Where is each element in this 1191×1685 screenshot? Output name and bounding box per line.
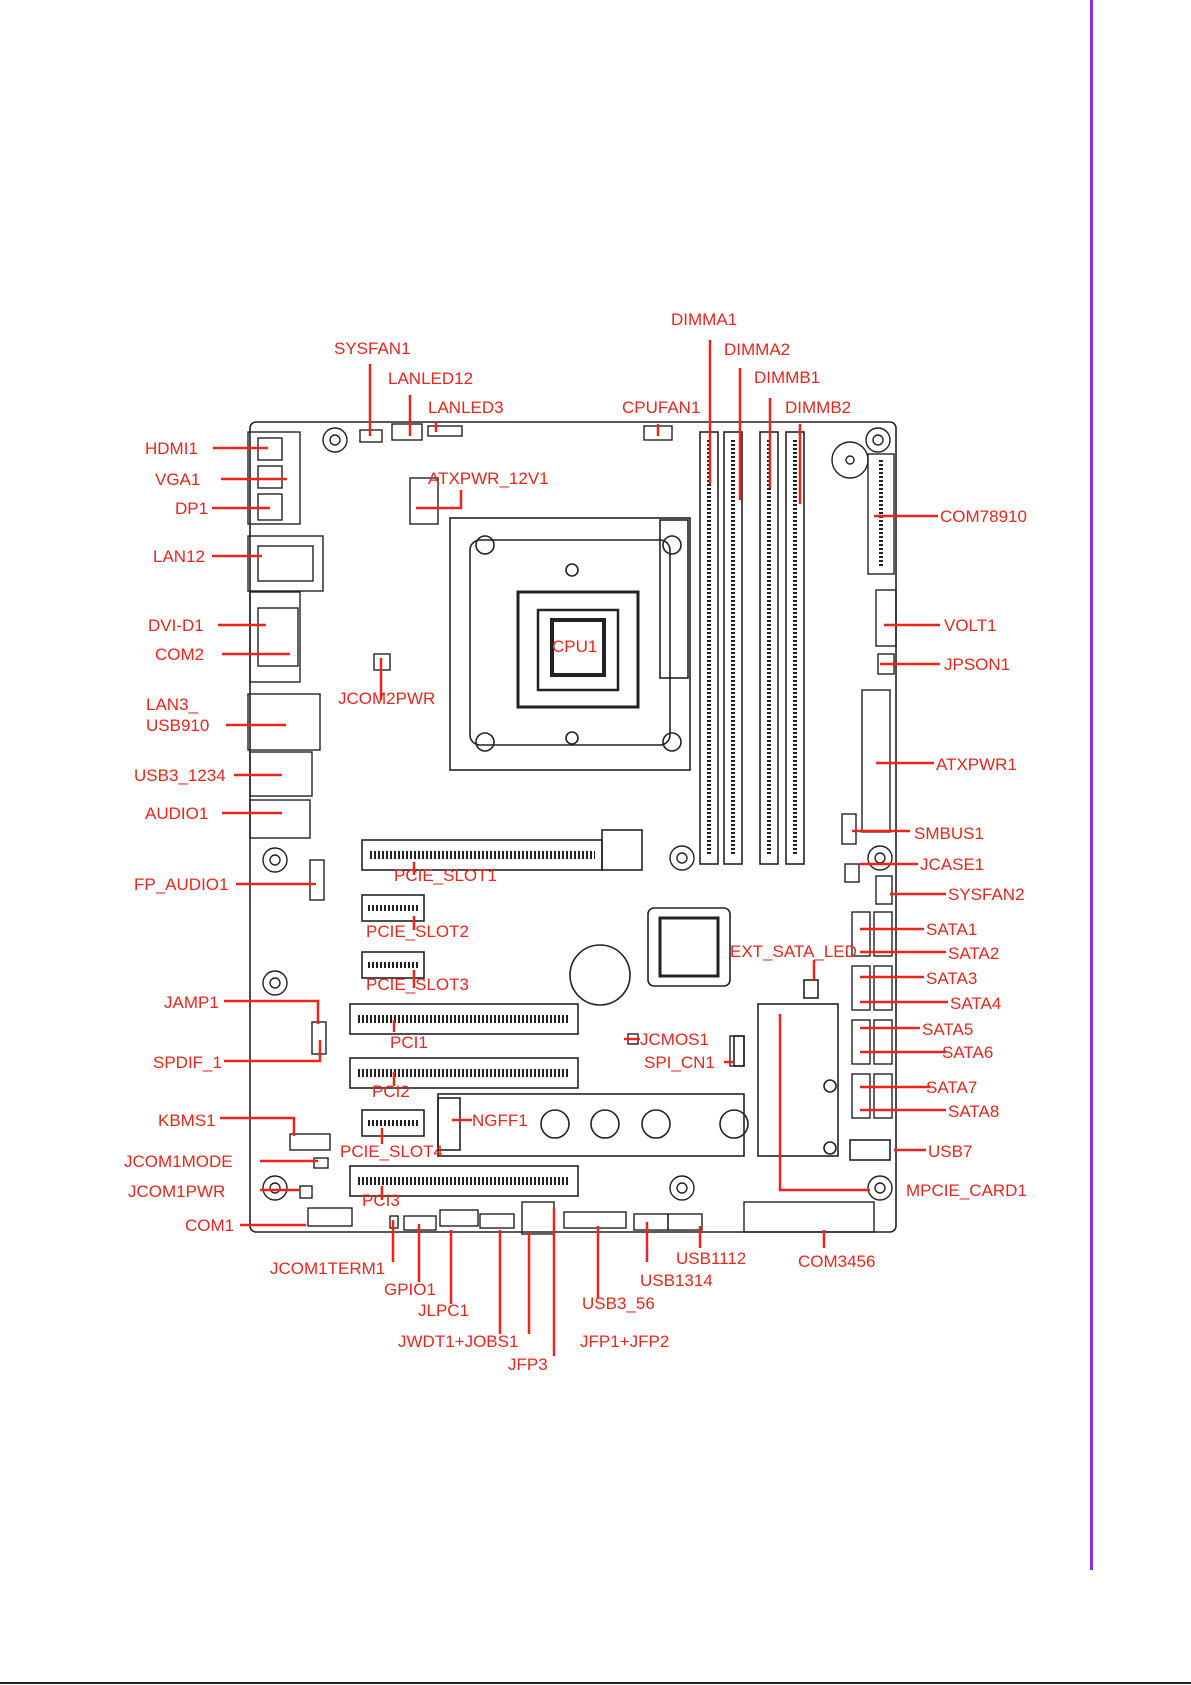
label-com3456: COM3456 — [798, 1252, 875, 1271]
label-dimmb2: DIMMB2 — [785, 398, 851, 417]
label-vga1: VGA1 — [155, 470, 200, 489]
label-jamp1: JAMP1 — [164, 993, 219, 1012]
label-volt1: VOLT1 — [944, 616, 997, 635]
label-lanled3: LANLED3 — [428, 398, 504, 417]
label-sata3: SATA3 — [926, 969, 977, 988]
label-spi-cn1: SPI_CN1 — [644, 1053, 715, 1072]
label-audio1: AUDIO1 — [145, 804, 208, 823]
mount-hole — [262, 847, 288, 873]
mount-hole — [669, 1175, 695, 1201]
mount-hole — [865, 427, 891, 453]
label-hdmi1: HDMI1 — [145, 439, 198, 458]
label-sata5: SATA5 — [922, 1020, 973, 1039]
sata-connectors — [851, 911, 893, 1119]
label-usb910: USB910 — [146, 716, 209, 735]
label-lan12: LAN12 — [153, 547, 205, 566]
label-usb1314: USB1314 — [640, 1271, 713, 1290]
label-dimma1: DIMMA1 — [671, 310, 737, 329]
label-fp-audio1: FP_AUDIO1 — [134, 875, 228, 894]
label-smbus1: SMBUS1 — [914, 824, 984, 843]
label-jfp3: JFP3 — [508, 1355, 548, 1374]
label-dimmb1: DIMMB1 — [754, 368, 820, 387]
label-pcie-slot4: PCIE_SLOT4 — [340, 1142, 443, 1161]
label-jcom1mode: JCOM1MODE — [124, 1152, 233, 1171]
label-pcie-slot3: PCIE_SLOT3 — [366, 975, 469, 994]
label-jcom2pwr: JCOM2PWR — [338, 689, 435, 708]
bottom-headers — [289, 423, 875, 1235]
label-pci3: PCI3 — [362, 1191, 400, 1210]
label-dp1: DP1 — [175, 499, 208, 518]
component-labels: CPU1 DIMMA1 DIMMA2 DIMMB1 DIMMB2 SYSFAN1… — [124, 310, 1027, 1374]
label-com78910: COM78910 — [940, 507, 1027, 526]
label-cpufan1: CPUFAN1 — [622, 398, 700, 417]
mount-hole — [262, 970, 288, 996]
label-sata2: SATA2 — [948, 944, 999, 963]
mount-hole — [669, 845, 695, 871]
label-sysfan2: SYSFAN2 — [948, 885, 1025, 904]
cpu-socket — [449, 517, 691, 771]
page-bottom-rule — [0, 1682, 1191, 1684]
label-kbms1: KBMS1 — [158, 1111, 216, 1130]
label-spdif-1: SPDIF_1 — [153, 1053, 222, 1072]
right-side-headers — [841, 453, 897, 905]
label-jcase1: JCASE1 — [920, 855, 984, 874]
label-usb7: USB7 — [928, 1142, 972, 1161]
mount-hole — [867, 1175, 893, 1201]
label-jlpc1: JLPC1 — [418, 1301, 469, 1320]
label-usb1112: USB1112 — [676, 1249, 746, 1268]
label-lanled12: LANLED12 — [388, 369, 473, 388]
label-sysfan1: SYSFAN1 — [334, 339, 411, 358]
motherboard-outline — [249, 421, 897, 1233]
rear-io-connectors — [247, 431, 324, 839]
label-jfp1-jfp2: JFP1+JFP2 — [580, 1332, 669, 1351]
label-ext-sata-led: EXT_SATA_LED — [730, 942, 857, 961]
label-sata7: SATA7 — [926, 1078, 977, 1097]
label-dvi-d1: DVI-D1 — [148, 616, 204, 635]
label-jcmos1: JCMOS1 — [640, 1030, 709, 1049]
label-atxpwr-12v1: ATXPWR_12V1 — [428, 469, 549, 488]
label-jcom1term1: JCOM1TERM1 — [270, 1259, 385, 1278]
label-dimma2: DIMMA2 — [724, 340, 790, 359]
label-com1: COM1 — [185, 1216, 234, 1235]
mount-hole — [867, 845, 893, 871]
label-mpcie-card1: MPCIE_CARD1 — [906, 1181, 1027, 1200]
label-ngff1: NGFF1 — [472, 1111, 528, 1130]
label-pcie-slot2: PCIE_SLOT2 — [366, 922, 469, 941]
label-sata6: SATA6 — [942, 1043, 993, 1062]
label-sata8: SATA8 — [948, 1102, 999, 1121]
label-usb3-56: USB3_56 — [582, 1294, 655, 1313]
label-pcie-slot1: PCIE_SLOT1 — [394, 866, 497, 885]
label-sata4: SATA4 — [950, 994, 1001, 1013]
dimm-slots — [699, 431, 805, 865]
chipset-and-minicard — [647, 907, 891, 1161]
label-jpson1: JPSON1 — [944, 655, 1010, 674]
label-sata1: SATA1 — [926, 920, 977, 939]
label-jwdt1-jobs1: JWDT1+JOBS1 — [398, 1332, 518, 1351]
label-pci1: PCI1 — [390, 1033, 428, 1052]
page-side-rule — [1090, 0, 1093, 1570]
mount-hole — [322, 427, 348, 453]
mount-hole — [262, 1175, 288, 1201]
label-lan3: LAN3_ — [146, 695, 199, 714]
label-jcom1pwr: JCOM1PWR — [128, 1182, 225, 1201]
label-gpio1: GPIO1 — [384, 1280, 436, 1299]
expansion-slots — [349, 829, 749, 1197]
label-com2: COM2 — [155, 645, 204, 664]
label-pci2: PCI2 — [372, 1082, 410, 1101]
callout-lines — [212, 340, 948, 1356]
mount-hole — [831, 441, 869, 479]
label-atxpwr1: ATXPWR1 — [936, 755, 1017, 774]
cpu-label: CPU1 — [552, 637, 597, 656]
label-usb3-1234: USB3_1234 — [134, 766, 226, 785]
